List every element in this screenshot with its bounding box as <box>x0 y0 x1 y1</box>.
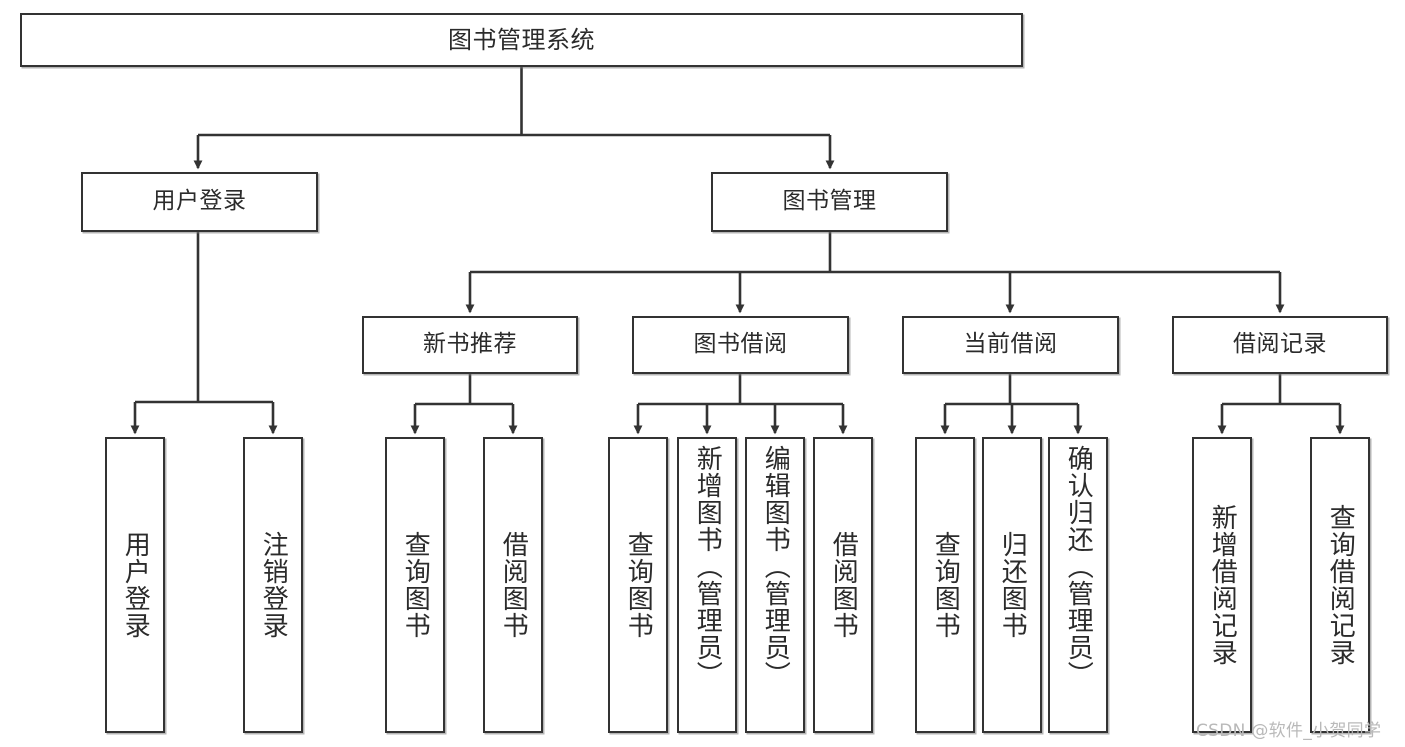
node-leaf-confirm-return-admin[interactable]: 确认归还（管理员） <box>1048 437 1108 733</box>
node-leaf-confirm-return-admin-label: 确认归还（管理员） <box>1063 445 1094 688</box>
node-borrow-record-label: 借阅记录 <box>1233 331 1327 358</box>
node-leaf-add-book-admin-label: 新增图书（管理员） <box>692 445 723 688</box>
node-new-book-recommend-label: 新书推荐 <box>423 331 517 358</box>
node-leaf-add-borrow-record-label: 新增借阅记录 <box>1207 504 1238 666</box>
node-leaf-user-logout-label: 注销登录 <box>258 531 289 639</box>
node-leaf-borrow-book-2[interactable]: 借阅图书 <box>813 437 873 733</box>
node-leaf-query-book-2-label: 查询图书 <box>623 531 654 639</box>
watermark-csdn: CSDN @软件_小贺同学 <box>1196 721 1382 741</box>
node-leaf-query-book-3[interactable]: 查询图书 <box>915 437 975 733</box>
node-book-manage-label: 图书管理 <box>782 188 877 215</box>
node-book-manage[interactable]: 图书管理 <box>711 172 948 232</box>
node-leaf-return-book[interactable]: 归还图书 <box>982 437 1042 733</box>
node-borrow-record[interactable]: 借阅记录 <box>1172 316 1388 374</box>
node-leaf-query-book-2[interactable]: 查询图书 <box>608 437 668 733</box>
node-leaf-query-book-1-label: 查询图书 <box>400 531 431 639</box>
node-leaf-query-book-3-label: 查询图书 <box>930 531 961 639</box>
node-user-login[interactable]: 用户登录 <box>81 172 318 232</box>
node-leaf-edit-book-admin[interactable]: 编辑图书（管理员） <box>745 437 805 733</box>
node-leaf-query-borrow-record[interactable]: 查询借阅记录 <box>1310 437 1370 733</box>
node-leaf-user-logout[interactable]: 注销登录 <box>243 437 303 733</box>
node-book-borrow-label: 图书借阅 <box>693 331 788 358</box>
node-book-borrow[interactable]: 图书借阅 <box>632 316 849 374</box>
node-leaf-return-book-label: 归还图书 <box>997 531 1028 639</box>
node-leaf-edit-book-admin-label: 编辑图书（管理员） <box>760 445 791 688</box>
node-leaf-borrow-book-1-label: 借阅图书 <box>498 531 529 639</box>
node-leaf-query-borrow-record-label: 查询借阅记录 <box>1325 504 1356 666</box>
node-leaf-user-login[interactable]: 用户登录 <box>105 437 165 733</box>
node-leaf-borrow-book-1[interactable]: 借阅图书 <box>483 437 543 733</box>
node-user-login-label: 用户登录 <box>152 188 247 215</box>
node-current-borrow[interactable]: 当前借阅 <box>902 316 1119 374</box>
node-leaf-borrow-book-2-label: 借阅图书 <box>828 531 859 639</box>
node-leaf-add-book-admin[interactable]: 新增图书（管理员） <box>677 437 737 733</box>
node-root[interactable]: 图书管理系统 <box>20 13 1023 67</box>
node-new-book-recommend[interactable]: 新书推荐 <box>362 316 578 374</box>
node-root-label: 图书管理系统 <box>448 25 595 54</box>
node-current-borrow-label: 当前借阅 <box>963 331 1058 358</box>
node-leaf-user-login-label: 用户登录 <box>120 531 151 639</box>
node-leaf-query-book-1[interactable]: 查询图书 <box>385 437 445 733</box>
node-leaf-add-borrow-record[interactable]: 新增借阅记录 <box>1192 437 1252 733</box>
